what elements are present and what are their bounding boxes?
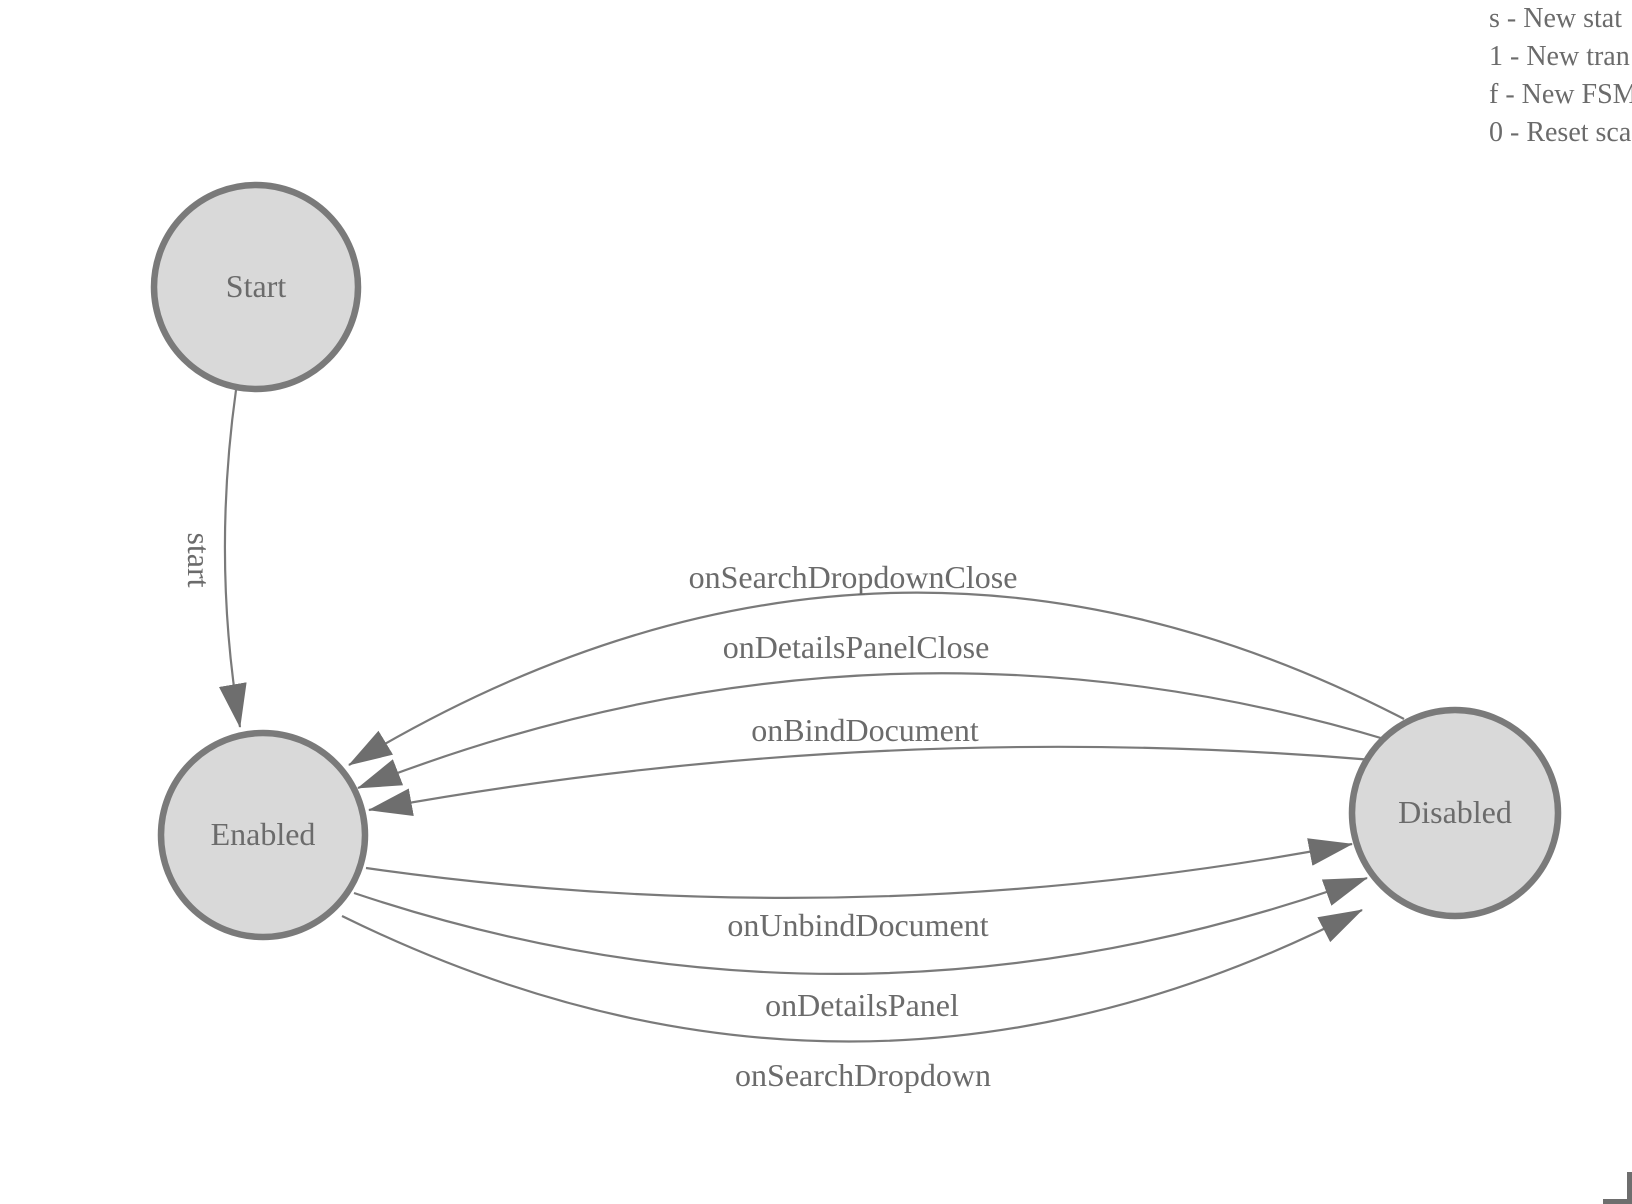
transition-label-onSearchDropdown[interactable]: onSearchDropdown	[735, 1057, 991, 1093]
transition-edge-onSearchDropdown[interactable]	[341, 909, 1363, 1043]
transition-label-start[interactable]: start	[181, 532, 217, 587]
state-label-start: Start	[226, 268, 287, 304]
state-circle-enabled[interactable]	[157, 729, 369, 941]
transition-label-onSearchDropdownClose[interactable]: onSearchDropdownClose	[689, 559, 1018, 595]
transition-label-onBindDocument[interactable]: onBindDocument	[751, 712, 979, 748]
transition-label-onUnbindDocument[interactable]: onUnbindDocument	[727, 907, 988, 943]
transition-label-onDetailsPanel[interactable]: onDetailsPanel	[765, 987, 959, 1023]
transition-edge-onSearchDropdownClose[interactable]	[348, 591, 1405, 766]
corner-widget-vertical-bar	[1627, 1172, 1632, 1204]
state-circle-start[interactable]	[150, 181, 362, 393]
state-node-enabled[interactable]: Enabled	[157, 729, 369, 941]
state-node-disabled[interactable]: Disabled	[1348, 706, 1562, 920]
state-label-enabled: Enabled	[211, 816, 316, 852]
legend-line-new-fsm: f - New FSM	[1489, 79, 1632, 110]
transition-edges	[219, 389, 1405, 1043]
corner-widget	[1603, 1172, 1632, 1204]
transition-edge-onDetailsPanel[interactable]	[353, 876, 1368, 975]
state-label-disabled: Disabled	[1398, 794, 1512, 830]
state-circle-disabled[interactable]	[1348, 706, 1562, 920]
transition-label-onDetailsPanelClose[interactable]: onDetailsPanelClose	[723, 629, 990, 665]
transition-labels: start onSearchDropdownClose onDetailsPan…	[181, 532, 1017, 1093]
transition-edge-start[interactable]	[219, 389, 247, 728]
legend-line-new-transition: 1 - New tran	[1489, 41, 1630, 72]
transition-edge-onDetailsPanelClose[interactable]	[357, 672, 1392, 790]
transition-edge-onUnbindDocument[interactable]	[365, 838, 1353, 899]
legend-line-new-state: s - New stat	[1489, 3, 1622, 34]
legend-line-reset-scale: 0 - Reset sca	[1489, 117, 1632, 148]
corner-widget-horizontal-bar	[1603, 1199, 1632, 1204]
transition-edge-onBindDocument[interactable]	[368, 745, 1374, 817]
hotkey-legend: s - New stat 1 - New tran f - New FSM 0 …	[1489, 3, 1632, 148]
state-node-start[interactable]: Start	[150, 181, 362, 393]
